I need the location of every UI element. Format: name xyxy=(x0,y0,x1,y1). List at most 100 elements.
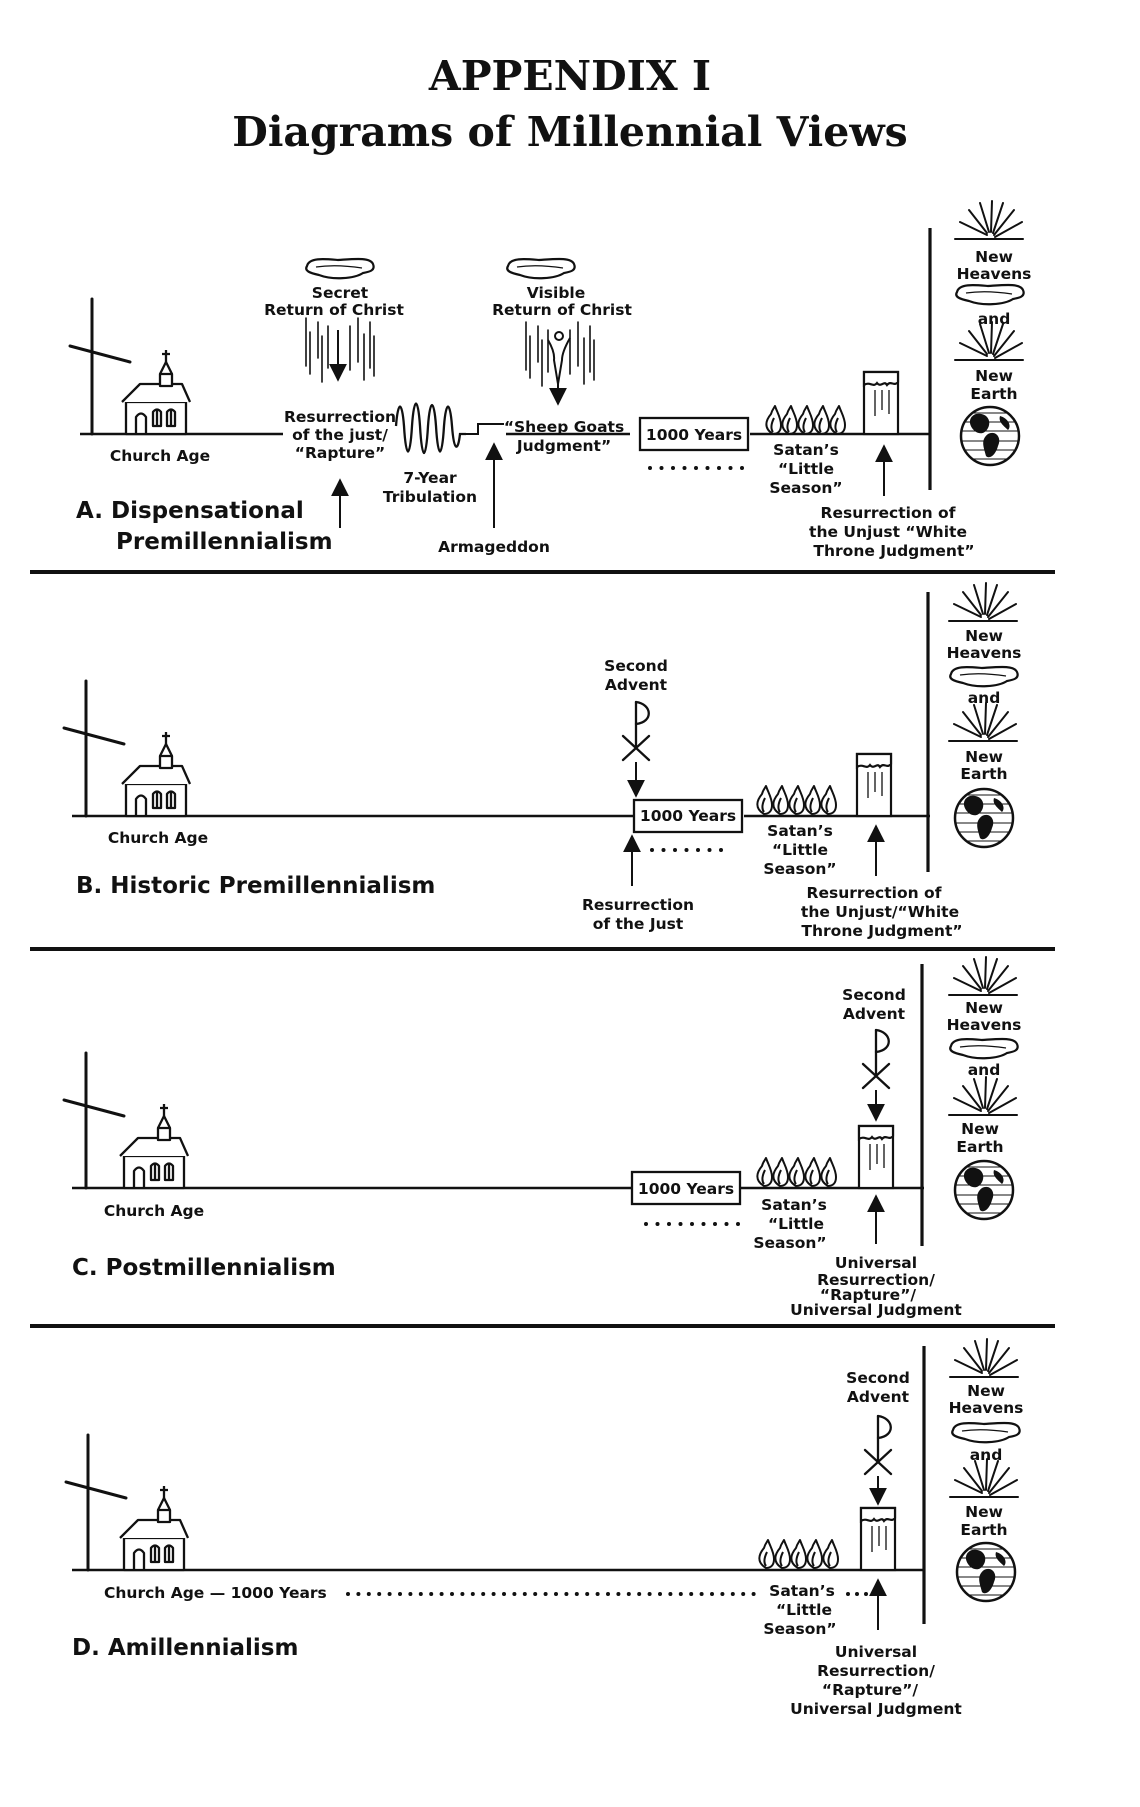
new-heavens-label-line2: Heavens xyxy=(947,1016,1022,1034)
dot-mark xyxy=(648,466,652,470)
chi-rho-icon xyxy=(861,1028,891,1090)
appendix-subtitle: Diagrams of Millennial Views xyxy=(232,108,908,156)
dot-mark xyxy=(701,1222,706,1226)
dot-mark xyxy=(710,1592,714,1596)
throne-icon xyxy=(862,370,900,436)
universal-label-line1: Universal xyxy=(835,1254,917,1272)
globe-icon xyxy=(959,405,1021,467)
dot-mark xyxy=(659,466,664,470)
new-heavens-label-line1: New xyxy=(975,248,1013,266)
dot-mark xyxy=(740,466,744,470)
satan-season-label-line1: Satan’s xyxy=(761,1196,827,1214)
cross-icon xyxy=(62,1051,126,1190)
section-heading: C. Postmillennialism xyxy=(72,1255,336,1281)
dot-mark xyxy=(460,1592,465,1596)
satan-season-label-line2: “Little xyxy=(776,1601,832,1619)
new-earth-label-line1: New xyxy=(965,1503,1003,1521)
dot-mark xyxy=(429,1592,434,1596)
dot-mark xyxy=(668,1592,673,1596)
dot-mark xyxy=(864,1592,868,1596)
church-age-label: Church Age — 1000 Years xyxy=(104,1584,327,1602)
dot-mark xyxy=(690,1222,694,1226)
and-label: and xyxy=(968,1061,1001,1079)
dot-mark xyxy=(671,466,675,470)
unjust-resurrection-label-line1: Resurrection of xyxy=(821,504,956,522)
dot-mark xyxy=(694,466,698,470)
dot-mark xyxy=(682,466,687,470)
secret-return-label-line1: Secret xyxy=(312,284,369,302)
cloud-icon xyxy=(951,1421,1021,1444)
dot-mark xyxy=(356,1592,361,1596)
new-earth-label-line1: New xyxy=(965,748,1003,766)
sheep-goats-label-line2: Judgment” xyxy=(516,437,611,455)
resurrection-just-label-line1: Resurrection xyxy=(582,896,694,914)
dot-mark xyxy=(554,1592,558,1596)
armageddon-label: Armageddon xyxy=(438,538,550,556)
sunburst-icon xyxy=(948,582,1018,622)
dot-mark xyxy=(678,1222,683,1226)
sunburst-icon xyxy=(948,956,1018,996)
dot-mark xyxy=(644,1222,648,1226)
sunburst-icon xyxy=(949,1458,1019,1498)
section-heading-line1: A. Dispensational xyxy=(76,498,304,524)
dot-mark xyxy=(512,1592,517,1596)
dot-mark xyxy=(724,1222,729,1226)
dot-mark xyxy=(699,1592,704,1596)
dot-mark xyxy=(450,1592,454,1596)
dot-mark xyxy=(564,1592,569,1596)
church-age-label: Church Age xyxy=(104,1202,204,1220)
chi-rho-icon xyxy=(621,700,651,762)
dot-mark xyxy=(730,1592,735,1596)
sunburst-icon xyxy=(948,1076,1018,1116)
new-heavens-label-line1: New xyxy=(967,1382,1005,1400)
cloud-icon xyxy=(305,257,375,280)
dot-mark xyxy=(637,1592,642,1596)
dot-mark xyxy=(705,466,710,470)
cloud-icon xyxy=(506,257,576,280)
new-heavens-label-line2: Heavens xyxy=(957,265,1032,283)
tribulation-label-line2: Tribulation xyxy=(383,488,477,506)
dot-mark xyxy=(678,1592,683,1596)
new-earth-label-line2: Earth xyxy=(960,1521,1007,1539)
satan-season-label-line1: Satan’s xyxy=(769,1582,835,1600)
thousand-years-box xyxy=(632,798,744,834)
throne-icon xyxy=(855,752,893,818)
dot-mark xyxy=(346,1592,350,1596)
second-advent-label-line2: Advent xyxy=(843,1005,906,1023)
church-icon xyxy=(120,730,192,818)
dot-mark xyxy=(616,1592,621,1596)
flames-icon xyxy=(756,785,837,815)
cloud-icon xyxy=(955,283,1025,306)
new-heavens-label-line1: New xyxy=(965,627,1003,645)
new-earth-label-line1: New xyxy=(961,1120,999,1138)
dotted-thousand-years xyxy=(644,1222,740,1226)
dot-mark xyxy=(522,1592,527,1596)
globe-icon xyxy=(953,787,1015,849)
dot-mark xyxy=(717,466,721,470)
section-heading: D. Amillennialism xyxy=(72,1635,298,1661)
and-label: and xyxy=(970,1446,1003,1464)
appendix-title: APPENDIX I xyxy=(428,52,712,100)
dot-mark xyxy=(667,1222,671,1226)
visible-return-label-line1: Visible xyxy=(527,284,586,302)
satan-season-label-line2: “Little xyxy=(778,460,834,478)
second-advent-label-line2: Advent xyxy=(847,1388,910,1406)
cloud-icon xyxy=(949,1037,1019,1060)
dot-mark xyxy=(741,1592,746,1596)
light-rays-icon xyxy=(305,317,375,383)
dot-mark xyxy=(595,1592,600,1596)
satan-season-label-line1: Satan’s xyxy=(767,822,833,840)
thousand-years-box xyxy=(638,416,750,452)
dot-mark xyxy=(650,848,654,852)
sunburst-icon xyxy=(948,702,1018,742)
unjust-resurrection-label-line2: the Unjust/“White xyxy=(801,903,959,921)
flames-icon xyxy=(765,405,846,435)
resurrection-just-label-line2: of the just/ xyxy=(292,426,388,444)
thousand-years-label: 1000 Years xyxy=(646,426,742,444)
church-age-label: Church Age xyxy=(108,829,208,847)
dot-mark xyxy=(751,1592,756,1596)
section-heading: B. Historic Premillennialism xyxy=(76,873,435,899)
and-label: and xyxy=(968,689,1001,707)
throne-icon xyxy=(859,1506,897,1572)
unjust-resurrection-label-line3: Throne Judgment” xyxy=(813,542,974,560)
